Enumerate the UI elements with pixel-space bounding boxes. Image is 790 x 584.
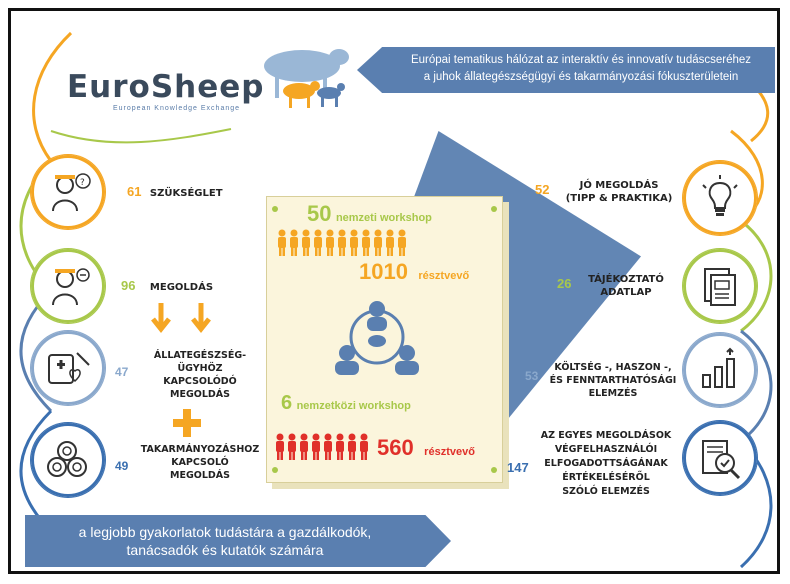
logo xyxy=(57,41,349,131)
left-item-4-number: 49 xyxy=(115,459,129,473)
header-line-2: a juhok állategészségügyi és takarmányoz… xyxy=(423,71,739,83)
left-item-3-line-2: ÜGYHÖZ xyxy=(177,363,223,374)
international-workshop-label: nemzetközi workshop xyxy=(296,400,411,412)
lightbulb-icon xyxy=(702,175,738,216)
national-participants: 1010 résztvevő xyxy=(359,259,469,285)
card-dots xyxy=(272,206,497,473)
farmer-question-icon: ? xyxy=(52,173,91,212)
evaluation-circle xyxy=(683,421,757,495)
right-item-3-line-3: ELEMZÉS xyxy=(588,388,638,399)
footer-line-1: a legjobb gyakorlatok tudástára a gazdál… xyxy=(78,524,372,540)
right-item-4-label: AZ EGYES MEGOLDÁSOK VÉGFELHASZNÁLÓI ELFO… xyxy=(531,429,681,499)
right-item-4-line-1: AZ EGYES MEGOLDÁSOK xyxy=(540,430,672,441)
left-item-4-number-wrap: 49 xyxy=(115,457,128,475)
right-item-3-line-1: KÖLTSÉG -, HASZON -, xyxy=(554,362,672,373)
international-participants-label: résztvevő xyxy=(424,446,475,458)
right-item-4: 147 xyxy=(507,459,529,477)
workshop-card: 50 nemzeti workshop 1010 résztvevő 6 nem… xyxy=(266,196,503,483)
right-item-4-line-2: VÉGFELHASZNÁLÓI xyxy=(554,444,658,455)
international-people-icon xyxy=(275,433,375,468)
right-item-2-number: 26 xyxy=(557,276,572,291)
document-icon xyxy=(704,268,736,306)
international-workshop-number: 6 xyxy=(281,392,293,414)
left-item-3-line-1: ÁLLATEGÉSZSÉG- xyxy=(153,350,247,361)
left-item-4-line-2: KAPCSOLÓ xyxy=(171,457,229,468)
right-item-4-number: 147 xyxy=(507,460,529,475)
farmer-question-circle: ? xyxy=(31,155,105,229)
international-participants-number: 560 xyxy=(377,435,414,460)
bar-chart-circle xyxy=(683,333,757,407)
lightbulb-circle xyxy=(683,161,757,235)
header-banner: Európai tematikus hálózat az interaktív … xyxy=(357,47,775,93)
left-item-4-line-3: MEGOLDÁS xyxy=(170,470,230,481)
right-item-3-label: KÖLTSÉG -, HASZON -, ÉS FENNTARTHATÓSÁGI… xyxy=(543,361,683,400)
left-item-1: 61 SZÜKSÉGLET xyxy=(127,183,223,201)
left-item-2-number: 96 xyxy=(121,278,136,293)
hay-bales-icon xyxy=(47,441,87,477)
farmer-idea-icon xyxy=(52,268,90,306)
national-workshop-label: nemzeti workshop xyxy=(335,212,432,224)
right-item-2-label: TÁJÉKOZTATÓ ADATLAP xyxy=(581,273,671,299)
left-item-3-number: 47 xyxy=(115,365,129,379)
header-line-1: Európai tematikus hálózat az interaktív … xyxy=(410,54,752,66)
network-people-icon xyxy=(335,301,419,375)
right-item-2-line-2: ADATLAP xyxy=(600,287,652,298)
right-item-4-line-5: SZÓLÓ ELEMZÉS xyxy=(562,486,650,497)
left-item-3-number-wrap: 47 xyxy=(115,363,128,381)
left-item-3-line-4: MEGOLDÁS xyxy=(170,389,230,400)
right-item-3-line-2: ÉS FENNTARTHATÓSÁGI xyxy=(549,375,677,386)
national-workshop-number: 50 xyxy=(307,201,332,226)
down-arrows-icon xyxy=(151,303,211,334)
right-item-2-line-1: TÁJÉKOZTATÓ xyxy=(588,274,664,285)
national-workshop-heading: 50 nemzeti workshop xyxy=(307,201,432,227)
logo-text: EuroSheep xyxy=(67,69,265,105)
right-item-4-line-3: ELFOGADOTTSÁGÁNAK xyxy=(544,458,668,469)
sheep-logo-icon xyxy=(264,49,349,108)
left-item-2: 96 MEGOLDÁS xyxy=(121,277,213,295)
right-item-1-label: JÓ MEGOLDÁS (TIPP & PRAKTIKA) xyxy=(559,179,679,205)
bar-chart-icon xyxy=(702,347,735,388)
infographic: EuroSheep European Knowledge Exchange Eu… xyxy=(8,8,780,574)
right-item-3-number: 53 xyxy=(525,369,539,383)
right-item-4-line-4: ÉRTÉKELÉSÉRŐL xyxy=(562,472,650,483)
international-workshop-heading: 6 nemzetközi workshop xyxy=(281,392,411,415)
left-item-4-line-1: TAKARMÁNYOZÁSHOZ xyxy=(140,444,260,455)
left-item-1-label: SZÜKSÉGLET xyxy=(149,188,223,199)
national-people-icon xyxy=(277,229,417,264)
national-participants-label: résztvevő xyxy=(418,270,470,282)
footer-banner: a legjobb gyakorlatok tudástára a gazdál… xyxy=(25,515,451,567)
right-item-3: 53 xyxy=(525,367,538,385)
left-item-3-line-3: KAPCSOLÓDÓ xyxy=(163,376,237,387)
right-item-1-line-1: JÓ MEGOLDÁS xyxy=(579,180,659,191)
right-item-1: 52 xyxy=(535,181,549,199)
farmer-idea-circle xyxy=(31,249,105,323)
right-item-1-number: 52 xyxy=(535,182,550,197)
logo-tagline: European Knowledge Exchange xyxy=(113,105,241,112)
evaluation-icon xyxy=(702,440,741,480)
left-item-4-label: TAKARMÁNYOZÁSHOZ KAPCSOLÓ MEGOLDÁS xyxy=(135,443,265,482)
footer-line-2: tanácsadók és kutatók számára xyxy=(126,542,324,558)
left-item-1-number: 61 xyxy=(127,184,142,199)
right-item-2: 26 xyxy=(557,275,571,293)
national-participants-number: 1010 xyxy=(359,259,408,284)
right-item-1-line-2: (TIPP & PRAKTIKA) xyxy=(565,193,673,204)
plus-icon xyxy=(173,409,201,437)
left-item-2-label: MEGOLDÁS xyxy=(149,282,214,293)
international-participants: 560 résztvevő xyxy=(377,435,475,461)
medical-kit-circle xyxy=(31,331,105,405)
left-item-3-label: ÁLLATEGÉSZSÉG- ÜGYHÖZ KAPCSOLÓDÓ MEGOLDÁ… xyxy=(145,349,255,401)
medical-kit-icon xyxy=(48,352,90,384)
document-circle xyxy=(683,249,757,323)
svg-text:?: ? xyxy=(80,178,85,188)
hay-bales-circle xyxy=(31,423,105,497)
